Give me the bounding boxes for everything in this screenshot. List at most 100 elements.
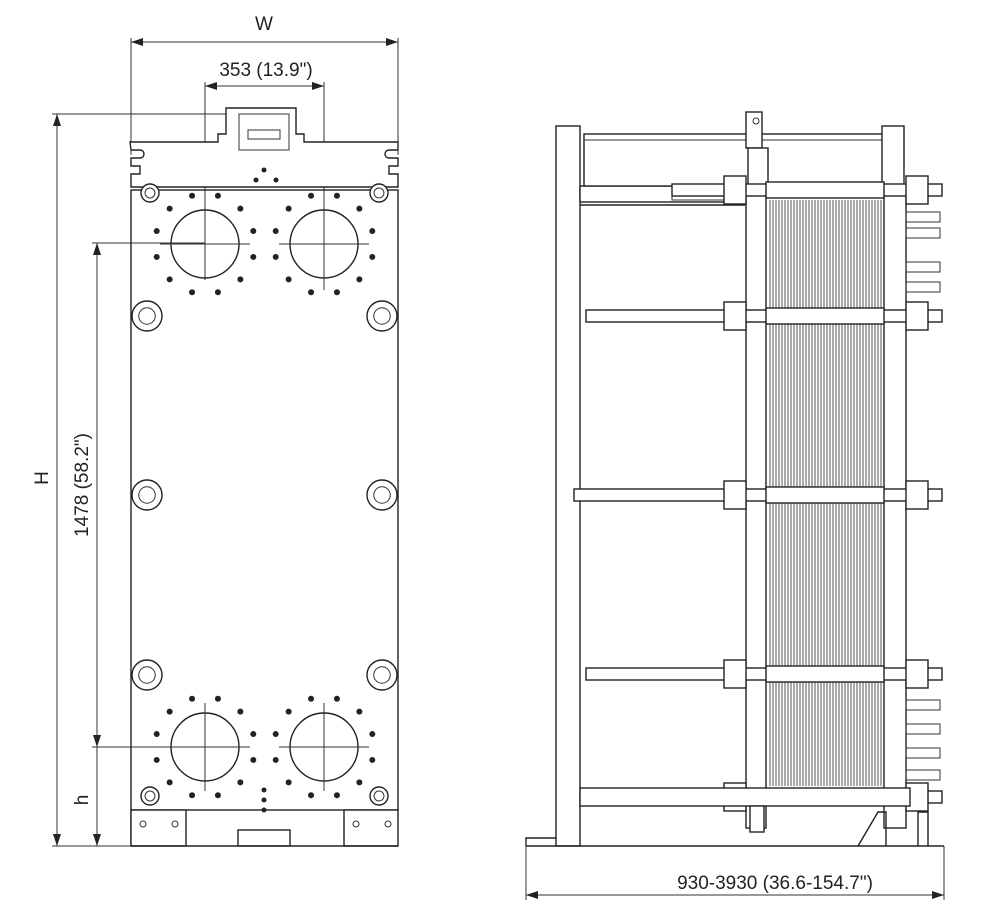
bolt-hole: [214, 792, 221, 799]
bolt-hole: [189, 289, 196, 296]
bolt-hole: [285, 276, 292, 283]
bolt-hole: [308, 695, 315, 702]
tie-rod-band: [765, 486, 885, 504]
bolt-hole: [189, 792, 196, 799]
bolt-hole: [166, 708, 173, 715]
support-column: [555, 125, 747, 847]
bolt-hole: [261, 167, 267, 173]
bolt-hole: [153, 756, 160, 763]
bolt-hole: [272, 228, 279, 235]
tie-rod: [573, 488, 943, 502]
tie-bolt: [131, 300, 163, 332]
bolt-hole: [272, 253, 279, 260]
bolt-hole: [285, 708, 292, 715]
bolt-hole: [369, 228, 376, 235]
width-label: W: [255, 14, 273, 35]
tie-rod-nut: [723, 175, 747, 205]
tie-bolt: [140, 786, 160, 806]
bolt-hole: [333, 289, 340, 296]
tie-bolt-nut: [373, 486, 391, 504]
tie-rod-band: [765, 181, 885, 199]
tie-bolt-nut: [373, 187, 385, 199]
length-label: 930-3930 (36.6-154.7"): [677, 873, 873, 894]
bolt-hole: [237, 205, 244, 212]
bolt-hole: [253, 177, 259, 183]
bolt-hole: [250, 253, 257, 260]
tie-rod-band: [765, 307, 885, 325]
bolt-hole: [250, 756, 257, 763]
tie-rod-nut: [723, 659, 747, 689]
bolt-hole: [369, 756, 376, 763]
bolt-hole: [214, 192, 221, 199]
top-carrying-bar: [129, 107, 399, 188]
bolt-hole: [369, 731, 376, 738]
port-offset-label: h: [72, 795, 93, 806]
tie-rod-nut: [905, 659, 929, 689]
tie-bolt-nut: [144, 790, 156, 802]
tie-rod-nut: [905, 480, 929, 510]
bolt-hole: [189, 695, 196, 702]
height-dimension: H: [32, 113, 235, 847]
tie-rod-nut: [723, 480, 747, 510]
tie-bolts: [131, 183, 398, 806]
port-spacing-label: 353 (13.9"): [219, 60, 312, 81]
frame-plate: [130, 189, 399, 811]
bolt-hole: [356, 205, 363, 212]
bolt-hole: [166, 779, 173, 786]
upper-ports: [160, 200, 369, 290]
bolt-hole: [237, 708, 244, 715]
bolt-hole: [308, 192, 315, 199]
bolt-hole: [189, 192, 196, 199]
bolt-hole: [166, 276, 173, 283]
tie-rod-nut: [905, 175, 929, 205]
tie-bolt-nut: [373, 790, 385, 802]
side-view: 930-3930 (36.6-154.7"): [525, 111, 945, 900]
bolt-hole: [261, 807, 267, 813]
front-view: W 353 (13.9") H 1478 (58.2") h: [32, 14, 399, 847]
tie-bolt: [369, 786, 389, 806]
bolt-hole: [356, 276, 363, 283]
tie-bolt-nut: [373, 666, 391, 684]
bolt-hole: [285, 205, 292, 212]
port-bolt-holes: [153, 167, 376, 813]
tie-rod: [585, 667, 943, 681]
tie-bolt: [131, 479, 163, 511]
bolt-hole: [369, 253, 376, 260]
bolt-hole: [261, 797, 267, 803]
tie-bolt-nut: [373, 307, 391, 325]
bolt-hole: [214, 289, 221, 296]
bolt-hole: [333, 192, 340, 199]
bolt-hole: [356, 779, 363, 786]
bolt-hole: [237, 779, 244, 786]
height-label: H: [32, 471, 53, 485]
bolt-hole: [166, 205, 173, 212]
port-height-dimension: 1478 (58.2") h: [72, 242, 205, 846]
bolt-hole: [285, 779, 292, 786]
tie-bolt: [140, 183, 160, 203]
bolt-hole: [308, 792, 315, 799]
bolt-hole: [153, 731, 160, 738]
tie-bolt: [366, 659, 398, 691]
bolt-hole: [273, 177, 279, 183]
pressure-plate: [745, 185, 767, 829]
base-frame: [525, 787, 944, 847]
bolt-hole: [272, 756, 279, 763]
bolt-hole: [250, 731, 257, 738]
bolt-hole: [250, 228, 257, 235]
carrying-bar: [583, 111, 905, 187]
bolt-hole: [356, 708, 363, 715]
length-dimension: 930-3930 (36.6-154.7"): [525, 846, 945, 900]
width-dimension: W: [130, 14, 399, 155]
bottom-feet: [130, 809, 399, 847]
bolt-hole: [153, 228, 160, 235]
tie-rod-nut: [723, 301, 747, 331]
tie-bolt: [369, 183, 389, 203]
tie-bolt-nut: [138, 666, 156, 684]
tie-bolt: [366, 479, 398, 511]
tie-bolt: [366, 300, 398, 332]
port-height-label: 1478 (58.2"): [72, 433, 93, 537]
tie-rod-band: [765, 665, 885, 683]
bolt-hole: [333, 695, 340, 702]
bolt-hole: [308, 289, 315, 296]
